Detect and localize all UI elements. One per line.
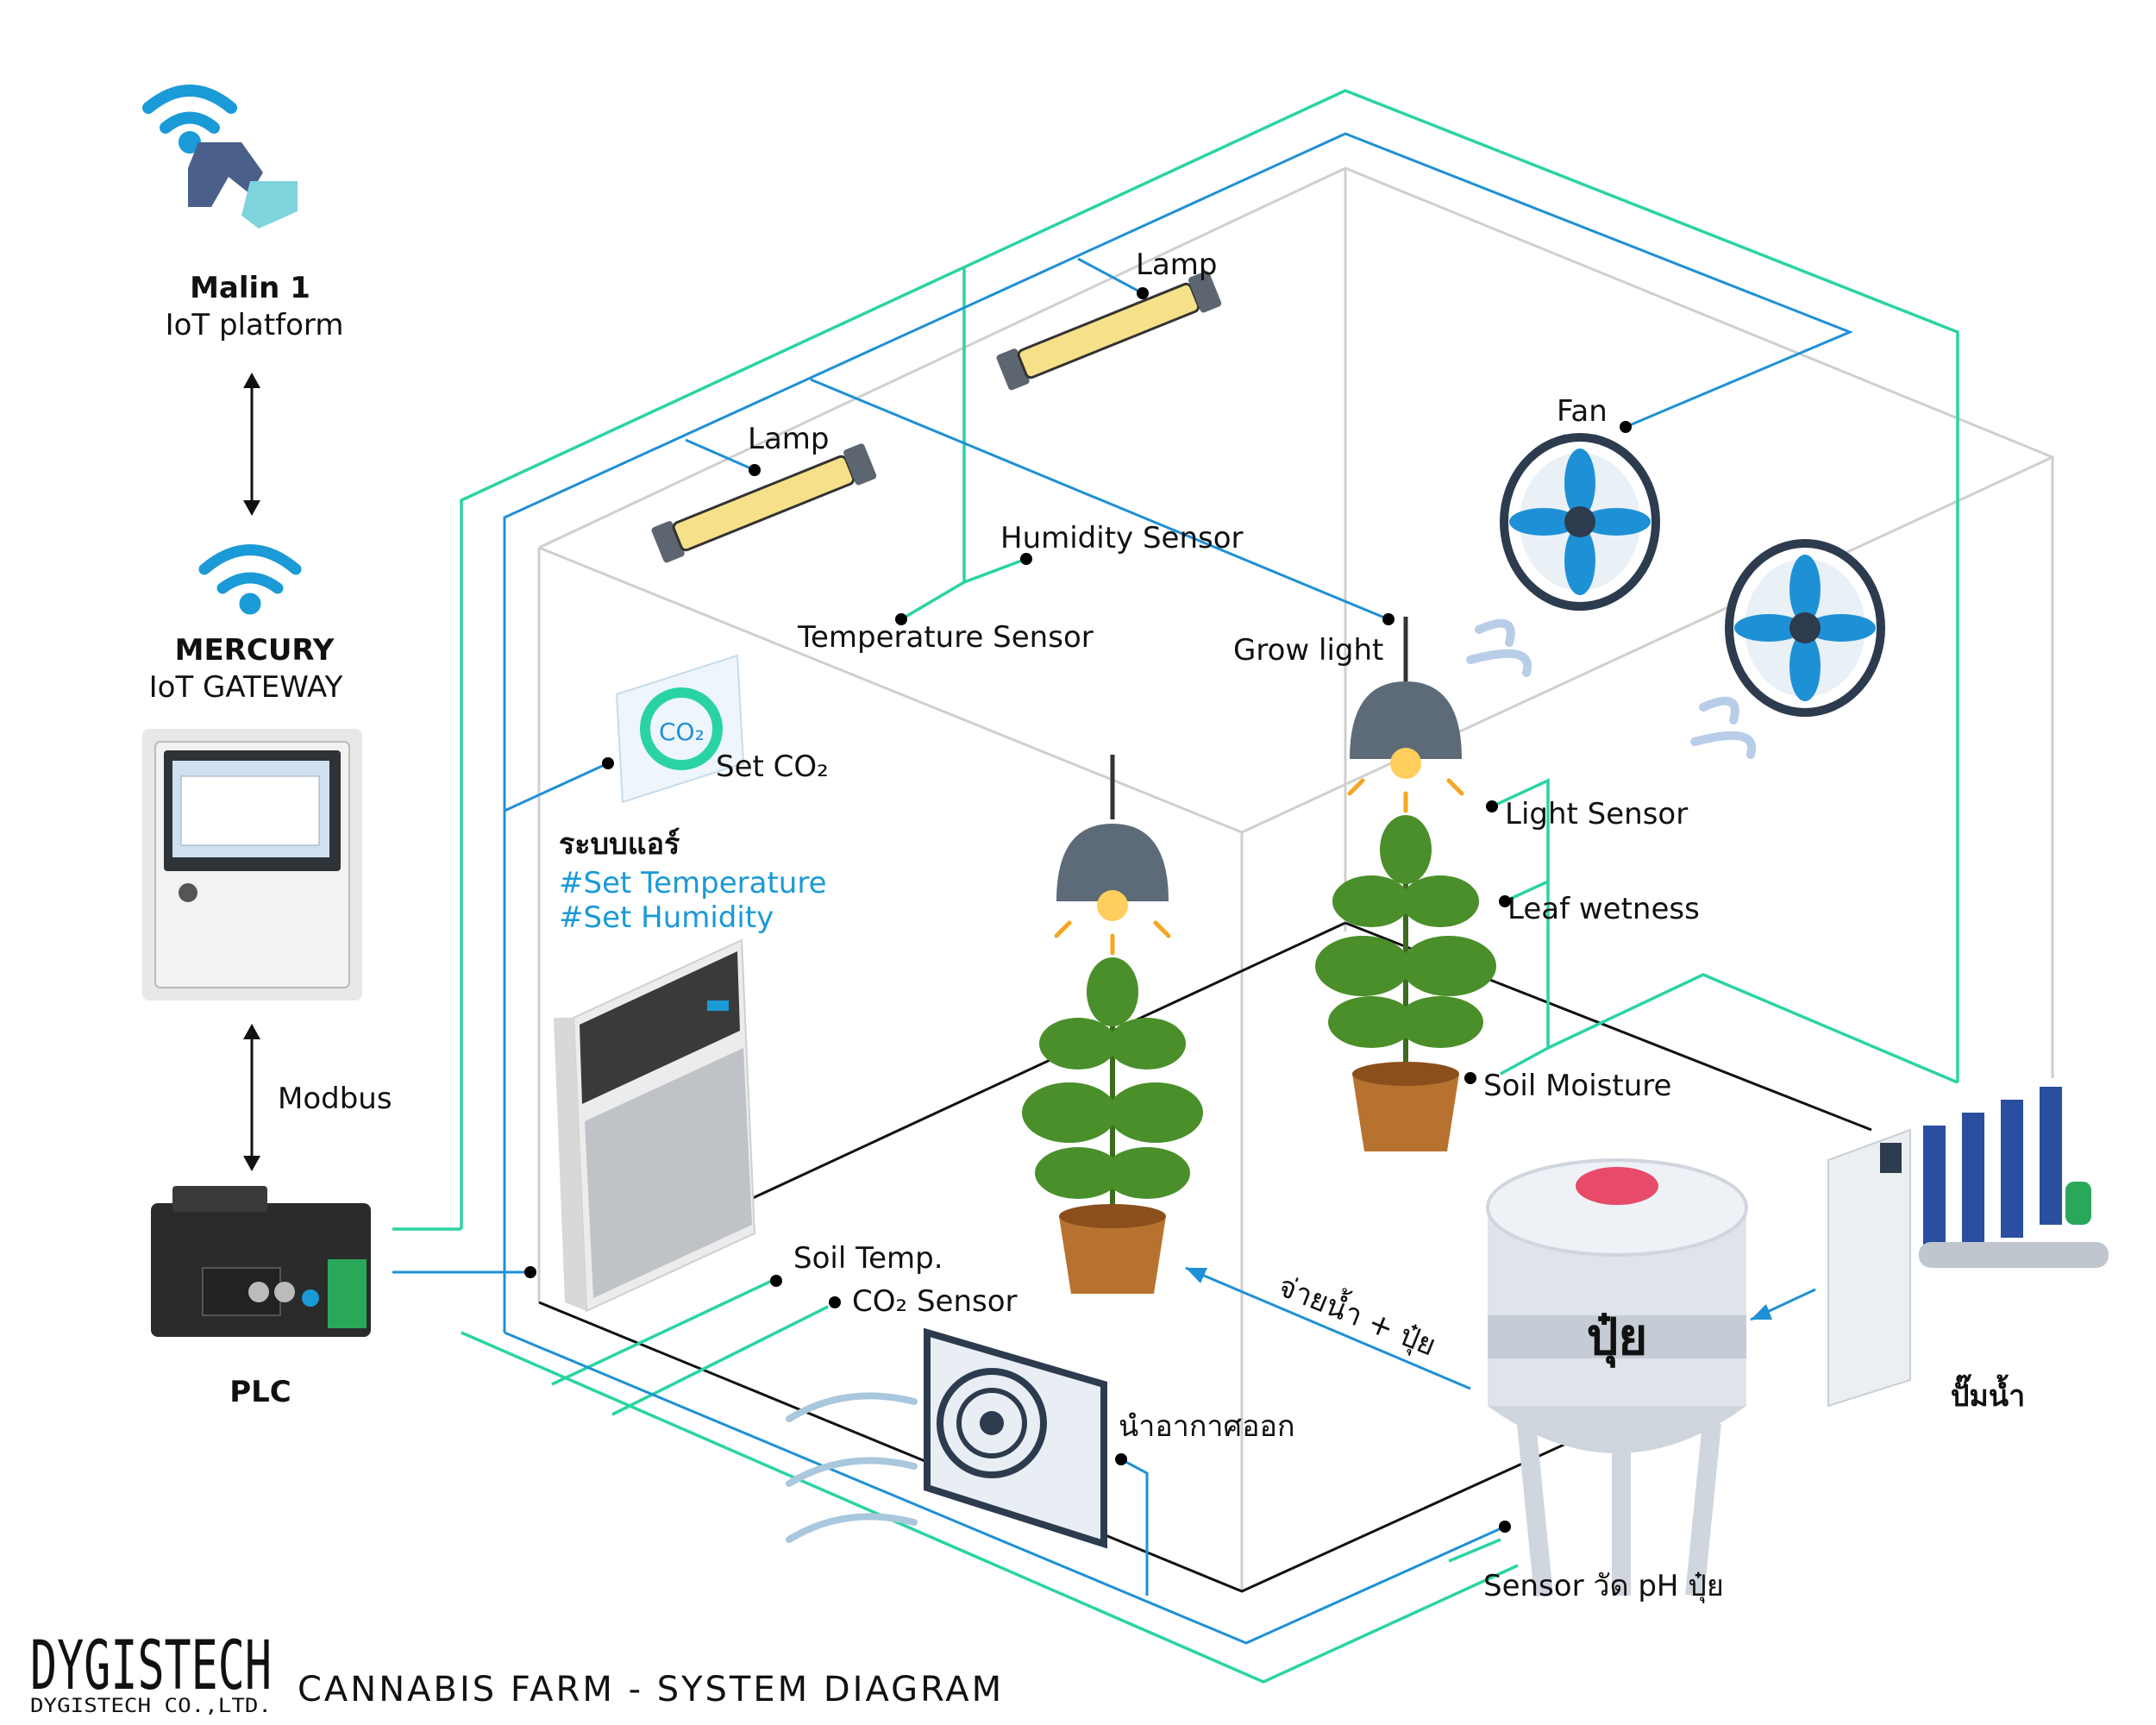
co2-sensor-label: CO₂ Sensor [852,1284,1018,1319]
cannabis-plant-icon [1315,815,1496,1151]
gateway-subtitle: IoT GATEWAY [149,670,343,705]
temperature-sensor-point [895,613,907,625]
gateway-device [142,729,362,1000]
fertilizer-tank-icon: ปุ๋ย [1486,1158,1748,1597]
exhaust-point [1115,1453,1127,1465]
wifi-icon [142,85,237,154]
diagram-title: CANNABIS FARM - SYSTEM DIAGRAM [298,1670,1004,1709]
co2-icon: CO₂ [615,654,745,804]
water-pump-icon [1827,1087,2109,1408]
aircon-point [524,1266,536,1278]
grow-light-icon [1347,617,1464,813]
lamp-icon [651,443,877,563]
air-conditioner [554,938,756,1313]
aircon-title: ระบบแอร์ [559,827,680,862]
grow-light-icon [1054,755,1171,956]
exhaust-label: นำอากาศออก [1119,1409,1295,1444]
humidity-sensor-point [1020,553,1032,565]
aircon-set-humidity: #Set Humidity [559,900,774,935]
room-outline [537,166,2054,1591]
soil-moisture-label: Soil Moisture [1483,1069,1671,1103]
co2-sensor-point [829,1296,841,1308]
plc-label: PLC [229,1375,291,1409]
lamp-2-point [749,464,761,476]
grow-light-point [1382,613,1395,625]
fan-point [1620,421,1632,433]
svg-text:CO₂: CO₂ [659,718,705,746]
arrow-platform-gateway [243,373,260,516]
platform-subtitle: IoT platform [166,308,344,342]
grow-light-label: Grow light [1233,633,1383,668]
fan-label: Fan [1557,394,1608,429]
cannabis-plant-icon [1022,957,1203,1294]
exhaust-unit-icon [786,1327,1107,1549]
gateway-name: MERCURY [175,633,335,668]
company-name: DYGISTECH CO.,LTD. [30,1696,272,1717]
fan-icon [1690,539,1885,759]
plc-device [151,1186,371,1337]
wifi-icon [198,544,302,615]
light-sensor-point [1486,800,1498,812]
leaf-wetness-point [1499,895,1511,907]
platform-name: Malin 1 [190,271,310,305]
lamp-2-label: Lamp [748,422,829,456]
ph-sensor-label: Sensor วัด pH ปุ๋ย [1483,1569,1724,1603]
arrow-gateway-plc [243,1024,260,1171]
aircon-set-temperature: #Set Temperature [559,866,827,900]
malin-logo [142,85,298,229]
leaf-wetness-label: Leaf wetness [1507,892,1700,926]
modbus-label: Modbus [278,1082,392,1116]
lamp-icon [996,271,1222,391]
wires-blue [392,132,1853,1645]
soil-moisture-point [1464,1072,1476,1084]
tank-label: ปุ๋ย [1587,1308,1648,1369]
wires-green [392,89,1959,1684]
set-co2-label: Set CO₂ [716,750,829,784]
ph-sensor-point [1499,1521,1511,1533]
lamp-1-point [1137,287,1149,299]
light-sensor-label: Light Sensor [1505,797,1688,831]
soil-temp-point [770,1275,782,1287]
soil-temp-label: Soil Temp. [793,1241,943,1276]
set-co2-point [602,757,614,769]
lamp-1-label: Lamp [1136,248,1217,282]
pump-label: ปั๊มน้ำ [1951,1374,2025,1414]
humidity-sensor-label: Humidity Sensor [1000,521,1244,555]
temperature-sensor-label: Temperature Sensor [797,620,1094,655]
brand-logo: DYGISTECH [30,1628,272,1705]
fan-icon [1466,433,1660,677]
water-fertilizer-label: จ่ายน้ำ + ปุ๋ย [1274,1265,1443,1364]
